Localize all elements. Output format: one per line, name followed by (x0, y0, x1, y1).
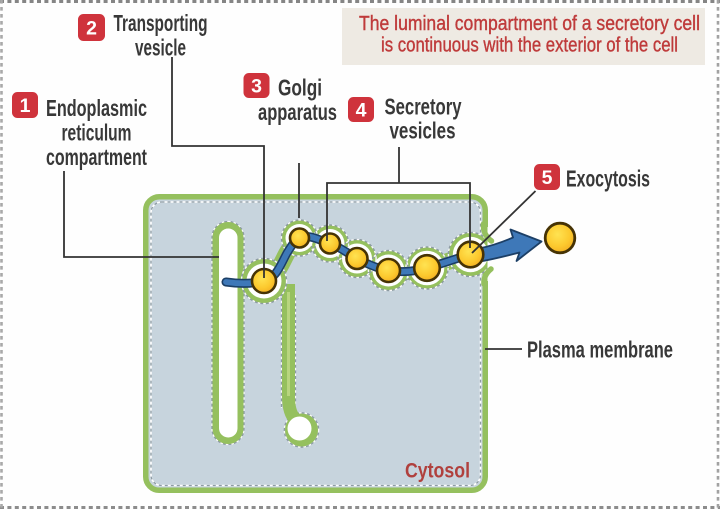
svg-text:2: 2 (86, 18, 97, 40)
svg-text:The luminal compartment of a s: The luminal compartment of a secretory c… (359, 13, 700, 35)
svg-text:1: 1 (20, 95, 31, 117)
svg-text:Golgi: Golgi (278, 75, 322, 101)
svg-text:is continuous with the exterio: is continuous with the exterior of the c… (381, 35, 678, 57)
svg-text:Exocytosis: Exocytosis (566, 166, 650, 192)
svg-text:apparatus: apparatus (258, 99, 337, 125)
svg-text:compartment: compartment (46, 144, 147, 170)
svg-text:Plasma membrane: Plasma membrane (527, 337, 673, 363)
svg-text:vesicle: vesicle (135, 35, 186, 61)
svg-text:reticulum: reticulum (62, 120, 132, 146)
svg-text:5: 5 (542, 167, 553, 189)
svg-text:Secretory: Secretory (385, 94, 462, 120)
svg-text:4: 4 (356, 100, 367, 122)
svg-text:3: 3 (251, 76, 262, 98)
svg-text:vesicles: vesicles (390, 118, 456, 144)
svg-text:Cytosol: Cytosol (405, 460, 470, 483)
svg-text:Transporting: Transporting (114, 10, 208, 36)
svg-text:Endoplasmic: Endoplasmic (46, 95, 147, 121)
